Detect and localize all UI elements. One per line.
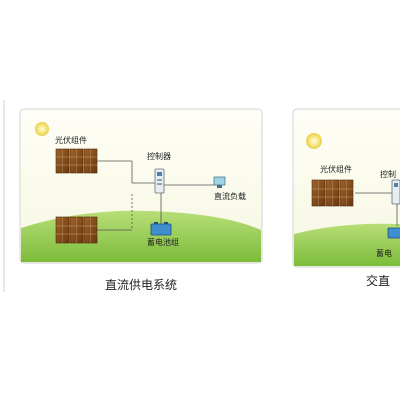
solar-panel-icon bbox=[55, 148, 98, 174]
sun-icon bbox=[306, 133, 322, 149]
battery-label: 蓄电 bbox=[376, 248, 392, 258]
pv-modules-label: 光伏组件 bbox=[320, 164, 352, 174]
controller-label: 控制 bbox=[380, 169, 396, 179]
battery-label: 蓄电池组 bbox=[147, 237, 179, 247]
solar-panel-icon bbox=[55, 216, 98, 244]
wiring bbox=[97, 160, 215, 231]
panel-caption-acdc: 交直 bbox=[366, 274, 391, 288]
battery-icon bbox=[387, 227, 400, 239]
controller-icon bbox=[154, 168, 165, 194]
dc-load-label: 直流负载 bbox=[214, 191, 246, 201]
controller-label: 控制器 bbox=[147, 151, 171, 161]
panel-acdc-system: 光伏组件 控制 蓄电 bbox=[292, 108, 400, 268]
solar-panel-icon bbox=[311, 179, 354, 207]
grass-hill bbox=[294, 223, 400, 266]
panel-dc-system: 光伏组件 bbox=[19, 108, 263, 264]
battery-icon bbox=[150, 222, 172, 236]
pv-modules-label: 光伏组件 bbox=[55, 135, 87, 145]
sun-icon bbox=[35, 122, 49, 136]
load-icon bbox=[213, 176, 226, 188]
controller-icon bbox=[391, 179, 400, 205]
panel-caption-dc: 直流供电系统 bbox=[105, 278, 178, 292]
